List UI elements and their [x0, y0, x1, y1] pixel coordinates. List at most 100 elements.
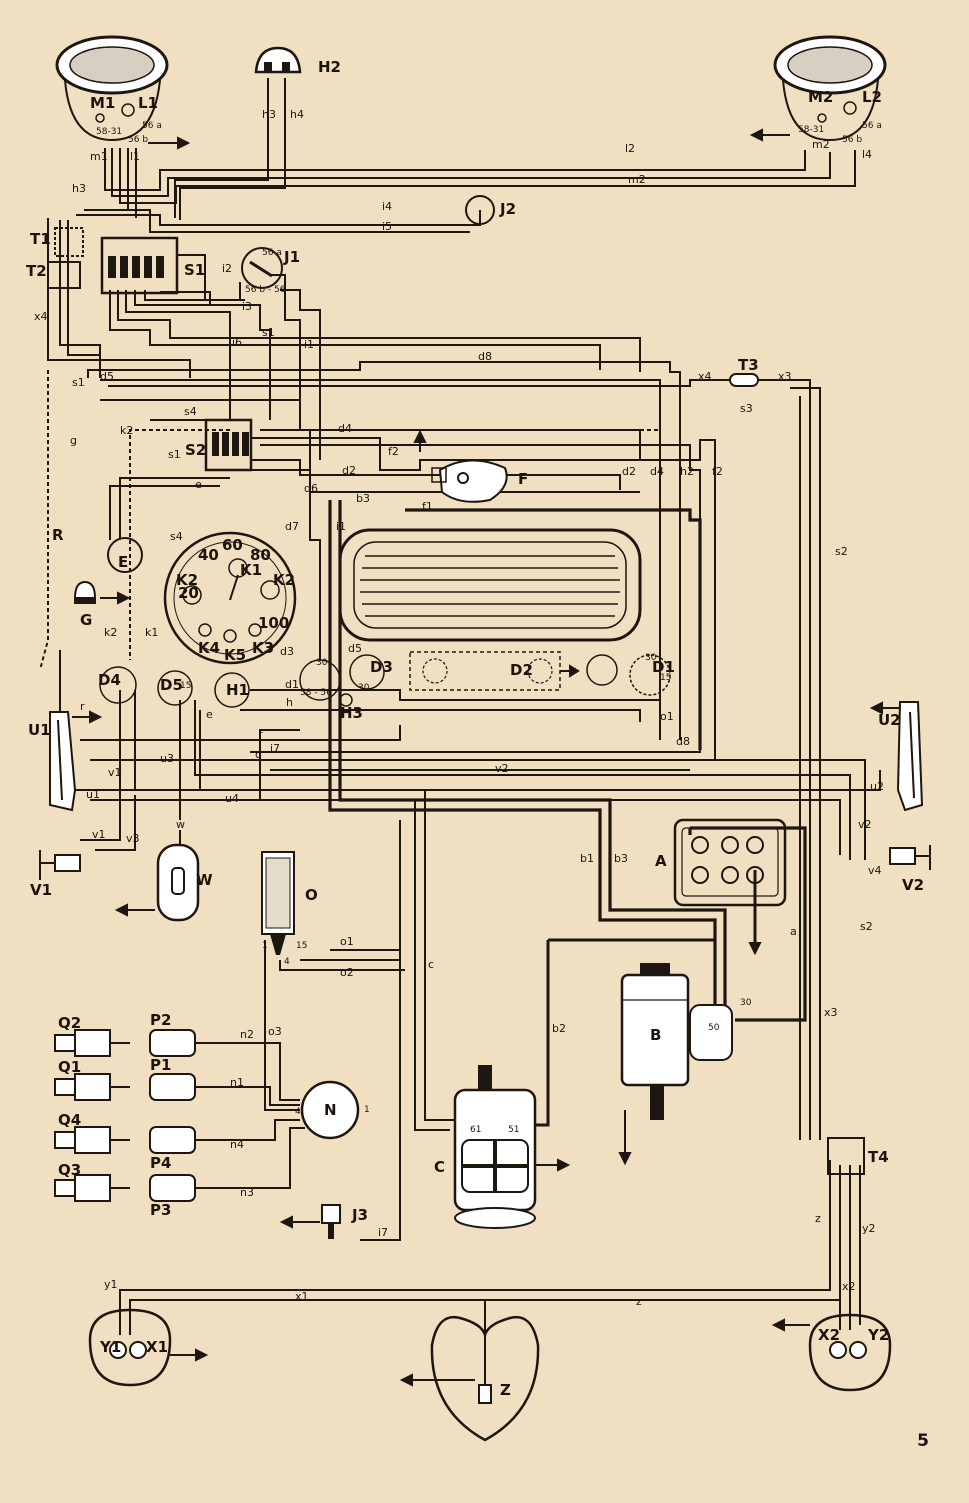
label-U1: U1: [28, 721, 51, 739]
term-starter-50: 50: [708, 1023, 720, 1033]
wire-i4: i4: [382, 200, 392, 213]
wire-v1-low: v1: [92, 828, 106, 841]
wire-k1: k1: [145, 626, 158, 639]
wire-labels: h3 h4 m1 l1 l2 m2 m2 l4 h3 i4 i5 i2 i3 i…: [34, 108, 884, 1308]
wire-i2: i2: [222, 262, 232, 275]
horn-h3: [339, 693, 353, 707]
fuse-box-s1: [100, 236, 179, 295]
label-K2a: K2: [176, 571, 198, 589]
antenna: [39, 370, 49, 671]
label-V2: V2: [902, 876, 924, 894]
wire-y1: y1: [104, 1278, 118, 1291]
wire-v3: v3: [126, 832, 140, 845]
wire-r: r: [80, 700, 85, 713]
wire-f2-right: f2: [712, 465, 723, 478]
term-gen-61: 61: [470, 1125, 481, 1135]
label-Y2: Y2: [867, 1326, 889, 1344]
plug-connectors: [149, 1029, 196, 1202]
wire-w: w: [176, 818, 185, 831]
wire-n3: n3: [240, 1186, 254, 1199]
label-P2: P2: [150, 1011, 171, 1029]
wire-b3: b3: [356, 492, 370, 505]
wire-m2: m2: [812, 138, 830, 151]
label-Q4: Q4: [58, 1111, 81, 1129]
term-starter-30: 30: [740, 998, 752, 1008]
turn-signal-u2: [896, 701, 924, 812]
wire-d5: d5: [100, 370, 114, 383]
label-F: F: [518, 470, 528, 488]
label-B: B: [650, 1026, 661, 1044]
ground-arrows: [72, 128, 900, 1387]
speed-40: 40: [198, 546, 219, 564]
term-hl-left-ground: 58-31: [96, 127, 122, 137]
wire-c-low: c: [428, 958, 434, 971]
wire-d2-right: d2: [622, 465, 636, 478]
label-L2: L2: [862, 88, 882, 106]
headlight-right: [773, 35, 887, 142]
wire-o2: o2: [340, 966, 354, 979]
wire-s3: s3: [740, 402, 753, 415]
label-G: G: [80, 611, 92, 629]
label-H3: H3: [340, 704, 363, 722]
wire-a: a: [790, 925, 797, 938]
term-dist-4: 4: [295, 1107, 301, 1117]
wiper-motor-w: [156, 843, 200, 922]
wire-h2-right: h2: [680, 465, 694, 478]
wire-d8-mid: d8: [676, 735, 690, 748]
wire-x3-right: x3: [824, 1006, 838, 1019]
label-T2: T2: [26, 262, 47, 280]
wire-m1: m1: [90, 150, 108, 163]
turn-signal-u1: [49, 711, 77, 812]
label-Y1: Y1: [99, 1338, 121, 1356]
wire-harness: [47, 78, 881, 1385]
indicator-j2: [465, 195, 495, 225]
label-X2: X2: [818, 1326, 840, 1344]
label-Q3: Q3: [58, 1161, 81, 1179]
term-d4-b: 58 - 56: [300, 688, 332, 698]
dimmer-switch: [241, 247, 283, 289]
label-X1: X1: [146, 1338, 168, 1356]
switch-d3: [349, 654, 385, 690]
wire-o1-mid: o1: [660, 710, 674, 723]
label-T4: T4: [868, 1148, 889, 1166]
dome-light: [254, 46, 302, 74]
wire-v2-mid: v2: [495, 762, 509, 775]
fuse-box-s2: [204, 418, 253, 472]
label-P3: P3: [150, 1201, 171, 1219]
generator-c: [453, 1065, 537, 1229]
label-D1: D1: [652, 658, 675, 676]
label-K5: K5: [224, 646, 246, 664]
label-N: N: [324, 1101, 337, 1119]
label-J3: J3: [351, 1206, 368, 1224]
wire-h3: h3: [262, 108, 276, 121]
term-d5-a: 15: [180, 681, 191, 691]
headlight-left: [55, 35, 169, 142]
wire-v1: v1: [108, 766, 122, 779]
wire-d3: d3: [280, 645, 294, 658]
speed-20: 20: [178, 584, 199, 602]
license-plate-light: [430, 1315, 540, 1442]
wire-u2: u2: [870, 780, 884, 793]
wire-s1-mid: s1: [168, 448, 181, 461]
wire-z-right: z: [815, 1212, 821, 1225]
wire-d4-right: d4: [650, 465, 664, 478]
wire-y2: y2: [862, 1222, 876, 1235]
label-D4: D4: [98, 671, 121, 689]
label-P1: P1: [150, 1056, 171, 1074]
wire-e-mid: e: [206, 708, 213, 721]
label-E: E: [118, 553, 128, 571]
wire-d1: d1: [285, 678, 299, 691]
label-U2: U2: [878, 711, 901, 729]
label-S2: S2: [185, 441, 206, 459]
wire-c-mid: c: [255, 748, 261, 761]
wire-x4-left: x4: [34, 310, 48, 323]
component-labels: M1 L1 M2 L2 H2 J1 J2 J3 T1 T2 T3 T4 S1 S…: [26, 58, 924, 1399]
label-T1: T1: [30, 230, 51, 248]
wire-h: h: [286, 696, 293, 709]
wire-n4: n4: [230, 1138, 244, 1151]
label-K2b: K2: [273, 571, 295, 589]
label-L1: L1: [138, 94, 158, 112]
wire-d2: d2: [342, 464, 356, 477]
light-h1: [214, 672, 250, 708]
speedometer: [163, 531, 297, 665]
